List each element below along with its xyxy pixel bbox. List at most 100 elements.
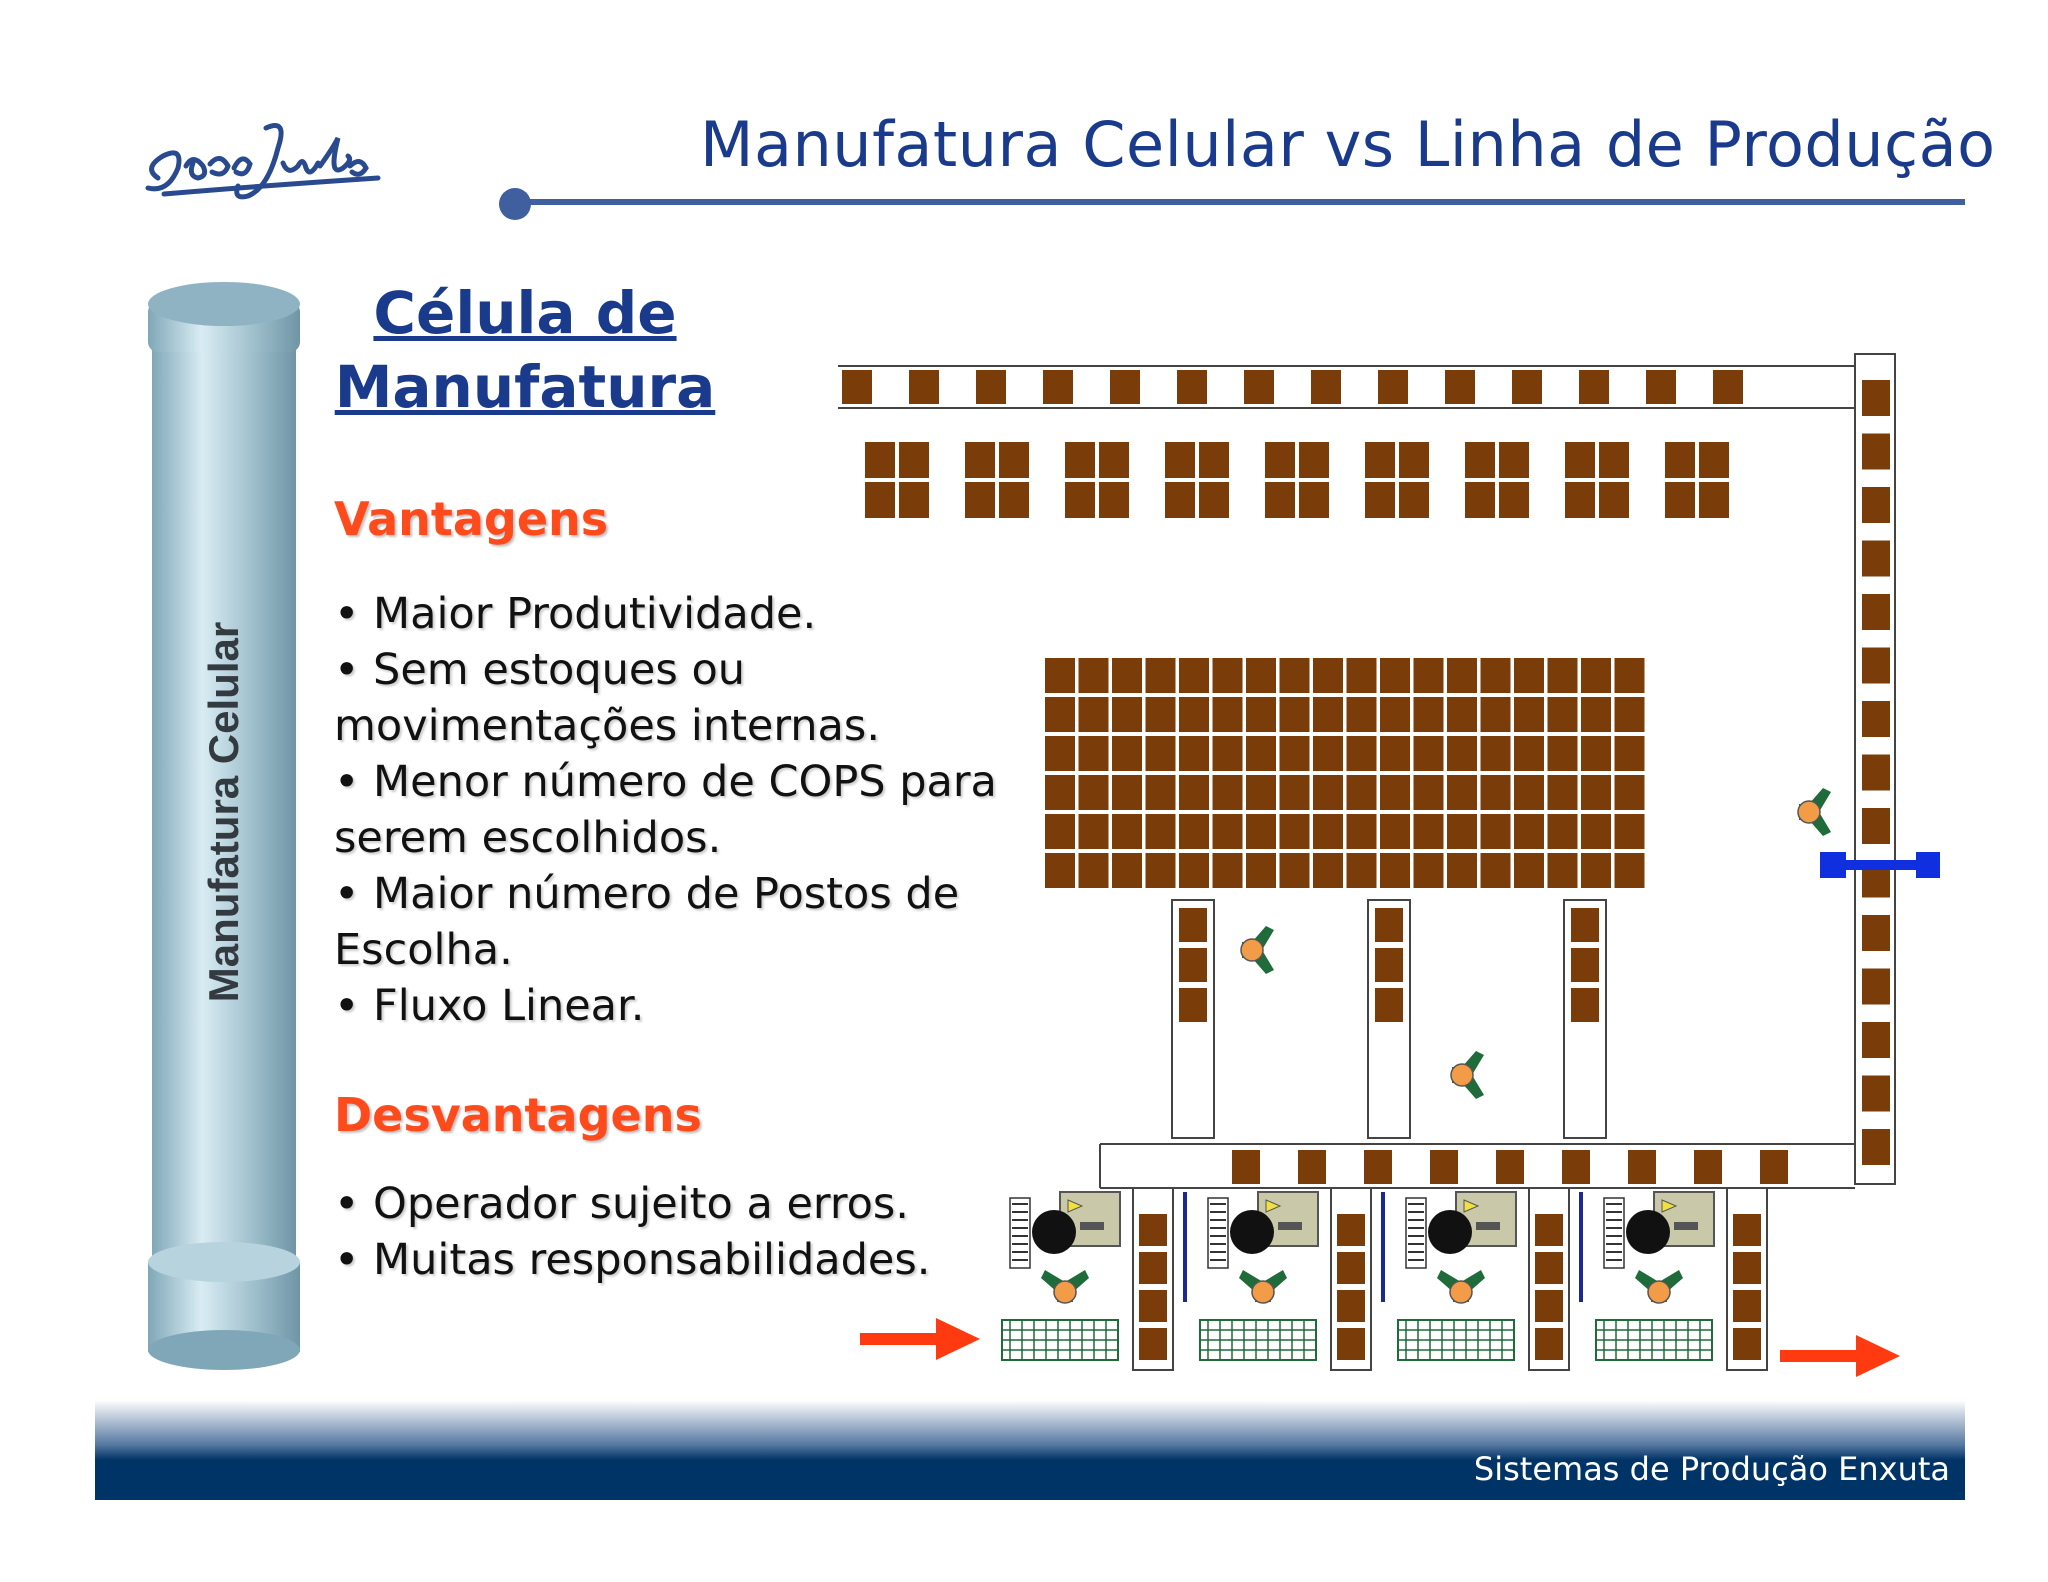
grid-cell — [1413, 736, 1444, 771]
grid-cell — [1246, 853, 1276, 888]
grid-cell — [1480, 658, 1511, 693]
grid-cell — [1614, 697, 1645, 732]
grid-cell — [1480, 853, 1511, 888]
grid-cell — [1614, 853, 1645, 888]
conveyor-box — [1375, 948, 1403, 982]
grid-cell — [1145, 853, 1176, 888]
part-bin-icon — [1009, 1197, 1031, 1269]
advantage-line: • Fluxo Linear. — [334, 981, 645, 1031]
grid-cell — [1581, 853, 1611, 888]
title-underline — [515, 199, 1965, 205]
conveyor-box — [1535, 1290, 1563, 1322]
grid-cell — [1547, 814, 1578, 849]
workstation-icon — [1031, 1191, 1121, 1255]
part-bin-icon — [1603, 1197, 1625, 1269]
grid-cell — [1447, 658, 1477, 693]
conveyor-box — [1311, 370, 1341, 404]
advantage-line: serem escolhidos. — [334, 813, 722, 863]
operator-icon — [1436, 1269, 1486, 1304]
grid-cell — [1581, 697, 1611, 732]
grid-cell — [1547, 697, 1578, 732]
conveyor-box — [1535, 1214, 1563, 1246]
grid-cell — [1112, 697, 1142, 732]
grid-cell — [1045, 658, 1075, 693]
feeder-chutes — [1171, 899, 1607, 1139]
title-rule-dot — [499, 188, 531, 220]
grid-cell — [1279, 736, 1310, 771]
advantages-heading: Vantagens — [334, 492, 609, 546]
conveyor-box — [1445, 370, 1475, 404]
transfer-bar-icon — [1820, 852, 1940, 878]
grid-cell — [1246, 658, 1276, 693]
grid-cell — [1346, 775, 1377, 810]
grid-cell — [1112, 853, 1142, 888]
grid-cell — [1045, 697, 1075, 732]
disadvantages-heading: Desvantagens — [334, 1088, 702, 1142]
rack-divider — [1565, 442, 1629, 518]
pallet-icon — [1199, 1319, 1317, 1361]
conveyor-box — [976, 370, 1006, 404]
grid-cell — [1045, 814, 1075, 849]
conveyor-box — [1862, 808, 1890, 844]
grid-cell — [1447, 775, 1477, 810]
grid-cell — [1480, 736, 1511, 771]
grid-cell — [1614, 775, 1645, 810]
section-title: Célula de Manufatura — [330, 276, 720, 424]
grid-cell — [1078, 775, 1109, 810]
grid-cell — [1078, 853, 1109, 888]
grid-cell — [1346, 814, 1377, 849]
grid-cell — [1179, 775, 1209, 810]
grid-cell — [1313, 814, 1343, 849]
conveyor-box — [1179, 948, 1207, 982]
rack-divider — [1065, 442, 1129, 518]
workstation-icon — [1625, 1191, 1715, 1255]
conveyor-box — [1862, 968, 1890, 1005]
rack-divider — [865, 442, 929, 518]
part-bin-icon — [1405, 1197, 1427, 1269]
grid-cell — [1547, 658, 1578, 693]
grid-cell — [1447, 697, 1477, 732]
grid-cell — [1145, 697, 1176, 732]
grid-cell — [1212, 658, 1243, 693]
conveyor-box — [1862, 1129, 1890, 1165]
right-conveyor-boxes — [1862, 380, 1890, 1165]
conveyor-box — [842, 370, 872, 404]
grid-cell — [1413, 814, 1444, 849]
grid-cell — [1078, 697, 1109, 732]
grid-cell — [1313, 853, 1343, 888]
grid-cell — [1380, 736, 1410, 771]
conveyor-box — [1862, 1075, 1890, 1112]
grid-cell — [1480, 775, 1511, 810]
grid-cell — [1212, 697, 1243, 732]
pallet-icon — [1397, 1319, 1515, 1361]
advantage-line: • Menor número de COPS para — [334, 757, 997, 807]
grid-cell — [1514, 814, 1544, 849]
conveyor-box — [1862, 754, 1890, 791]
grid-cell — [1179, 736, 1209, 771]
conveyor-box — [1862, 380, 1890, 416]
top-conveyor-boxes — [842, 370, 1743, 404]
flow-out-arrow-icon — [1780, 1335, 1900, 1377]
conveyor-box — [1535, 1252, 1563, 1284]
storage-racks — [865, 442, 1729, 518]
conveyor-box — [1862, 1022, 1890, 1058]
conveyor-box — [1694, 1150, 1722, 1184]
grid-cell — [1547, 853, 1578, 888]
rack-divider — [1465, 442, 1529, 518]
conveyor-box — [1579, 370, 1609, 404]
conveyor-box — [1337, 1290, 1365, 1322]
grid-cell — [1447, 814, 1477, 849]
grid-cell — [1212, 853, 1243, 888]
picking-stations — [1001, 1187, 1768, 1371]
pallet-icon — [1595, 1319, 1713, 1361]
conveyor-box — [1862, 487, 1890, 523]
grid-cell — [1179, 697, 1209, 732]
grid-cell — [1380, 775, 1410, 810]
sao-judas-logo — [145, 123, 381, 200]
grid-cell — [1547, 775, 1578, 810]
grid-cell — [1078, 658, 1109, 693]
advantage-line: • Sem estoques ou — [334, 645, 745, 695]
workstation-icon — [1229, 1191, 1319, 1255]
grid-cell — [1413, 658, 1444, 693]
conveyor-box — [1337, 1328, 1365, 1360]
